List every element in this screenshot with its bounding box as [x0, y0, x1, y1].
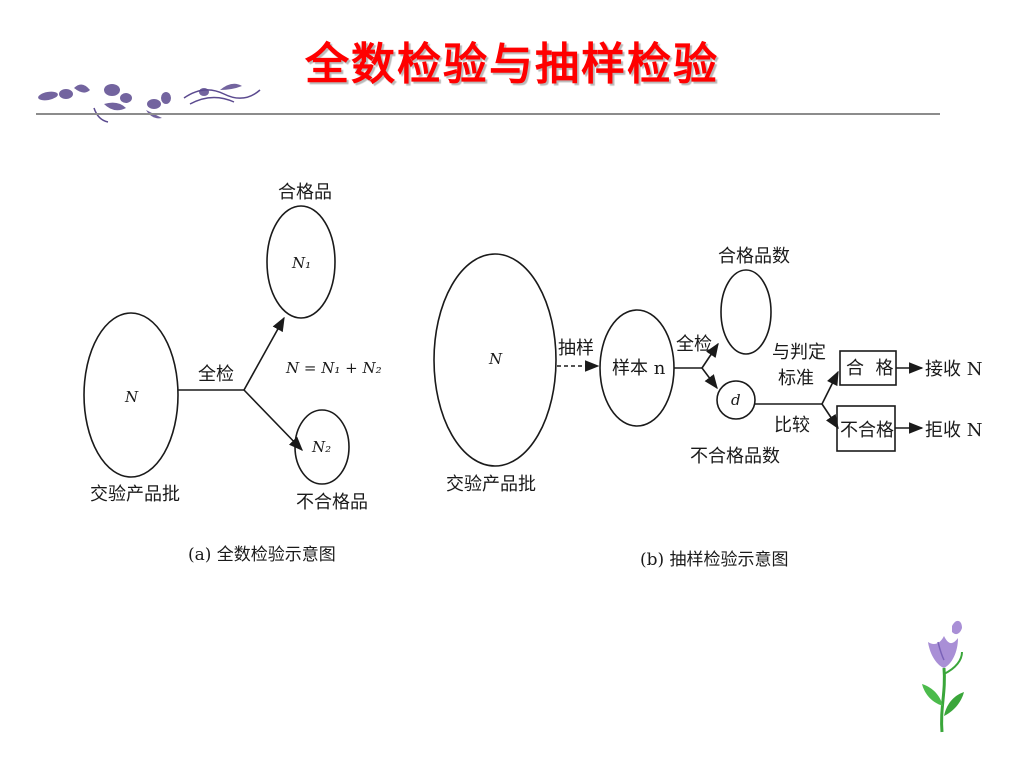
- lot-label-b: 交验产品批: [446, 474, 536, 495]
- arrow-to-fail: [821, 403, 839, 430]
- sample-label: 样本 n: [612, 358, 666, 379]
- diagram-a: [83, 205, 350, 485]
- arrow-to-good-count: [701, 342, 719, 369]
- compare-text-2: 标准: [778, 368, 814, 389]
- title-divider: [36, 113, 940, 115]
- good-circle: [266, 205, 336, 319]
- good-symbol: N₁: [291, 254, 311, 272]
- diagram-b: [433, 253, 924, 467]
- good-count-circle: [720, 269, 772, 355]
- defect-circle: [716, 380, 756, 420]
- arrow-to-bad: [243, 389, 304, 452]
- lot-symbol-a: N: [124, 388, 139, 406]
- defect-count-label: 不合格品数: [690, 446, 780, 467]
- accept-label: 接收 N: [925, 359, 982, 380]
- fail-label: 不合格: [840, 420, 894, 441]
- compare-text-1: 与判定: [772, 342, 826, 363]
- bad-circle: [294, 409, 350, 485]
- arrow-to-defect: [701, 367, 718, 390]
- good-count-label: 合格品数: [718, 246, 790, 267]
- caption-b: (b) 抽样检验示意图: [640, 550, 789, 570]
- defect-symbol: d: [731, 391, 741, 409]
- equation: N = N₁ + N₂: [285, 359, 382, 377]
- lot-circle-a: [83, 312, 179, 478]
- action-label-a: 全检: [198, 364, 234, 385]
- good-label: 合格品: [278, 182, 332, 203]
- compare-text-3: 比较: [774, 415, 810, 436]
- pass-label: 合 格: [846, 358, 893, 379]
- bad-label: 不合格品: [296, 492, 368, 513]
- arrow-to-good: [243, 316, 285, 391]
- lot-label-a: 交验产品批: [90, 484, 180, 505]
- reject-label: 拒收 N: [925, 420, 982, 441]
- decorative-flower: [922, 620, 964, 733]
- caption-a: (a) 全数检验示意图: [188, 545, 336, 565]
- bad-symbol: N₂: [311, 438, 331, 456]
- lot-circle-b: [433, 253, 557, 467]
- arrow-to-pass: [821, 370, 839, 405]
- slide-title: 全数检验与抽样检验: [305, 39, 719, 90]
- sampling-label: 抽样: [558, 338, 594, 359]
- decorative-floral-ornament: [38, 83, 261, 123]
- lot-symbol-b: N: [488, 350, 503, 368]
- inspect-label-b: 全检: [676, 334, 712, 355]
